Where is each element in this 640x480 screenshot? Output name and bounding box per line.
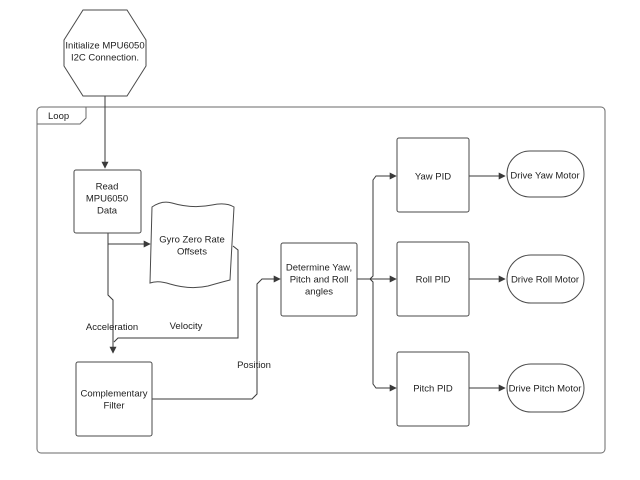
- node-drive-yaw-label: Drive Yaw Motor: [510, 171, 579, 182]
- edge-label-velocity: Velocity: [170, 321, 203, 332]
- node-label-line: Pitch and Roll: [290, 275, 349, 286]
- node-drive-roll-label: Drive Roll Motor: [511, 275, 579, 286]
- connector-filter-to-determine: [152, 275, 281, 400]
- node-drive-pitch-label: Drive Pitch Motor: [509, 384, 582, 395]
- node-label-line: Offsets: [177, 247, 207, 258]
- node-label-line: Determine Yaw,: [286, 263, 352, 274]
- node-drive-yaw: Drive Yaw Motor: [506, 150, 585, 198]
- node-yaw-pid: Yaw PID: [396, 137, 470, 213]
- node-label-line: Data: [97, 206, 118, 217]
- edge-label-position: Position: [237, 360, 271, 371]
- node-label-line: Gyro Zero Rate: [159, 235, 224, 246]
- node-pitch-pid-label: Pitch PID: [413, 384, 453, 395]
- connector-determine-to-pitch-pid: [369, 278, 397, 392]
- node-drive-pitch: Drive Pitch Motor: [506, 363, 585, 413]
- connector-read-to-gyro: [107, 233, 151, 248]
- node-label-line: Filter: [103, 401, 124, 412]
- node-label-line: angles: [305, 287, 333, 298]
- node-pitch-pid: Pitch PID: [396, 351, 470, 427]
- node-label-line: Drive Roll Motor: [511, 275, 579, 286]
- edge-label-acceleration: Acceleration: [86, 322, 138, 333]
- loop-frame-label: Loop: [48, 111, 69, 122]
- node-label-line: Pitch PID: [413, 384, 453, 395]
- node-label-line: Drive Yaw Motor: [510, 171, 579, 182]
- node-drive-roll: Drive Roll Motor: [506, 254, 585, 304]
- node-label-line: Roll PID: [416, 275, 451, 286]
- node-roll-pid-label: Roll PID: [416, 275, 451, 286]
- loop-frame: Loop: [36, 106, 606, 454]
- node-label-line: Yaw PID: [415, 172, 451, 183]
- node-label-line: Complementary: [80, 389, 147, 400]
- node-label-line: MPU6050: [86, 194, 128, 205]
- connector-read-to-filter: [107, 244, 117, 354]
- node-label-line: Read: [96, 182, 119, 193]
- node-label-line: I2C Connection.: [71, 53, 139, 64]
- node-roll-pid: Roll PID: [396, 241, 470, 317]
- node-label-line: Initialize MPU6050: [65, 41, 144, 52]
- node-yaw-pid-label: Yaw PID: [415, 172, 451, 183]
- connector-gyro-to-filter: [113, 245, 239, 343]
- connectors: [101, 96, 506, 400]
- node-label-line: Drive Pitch Motor: [509, 384, 582, 395]
- connector-determine-to-yaw-pid: [357, 172, 397, 280]
